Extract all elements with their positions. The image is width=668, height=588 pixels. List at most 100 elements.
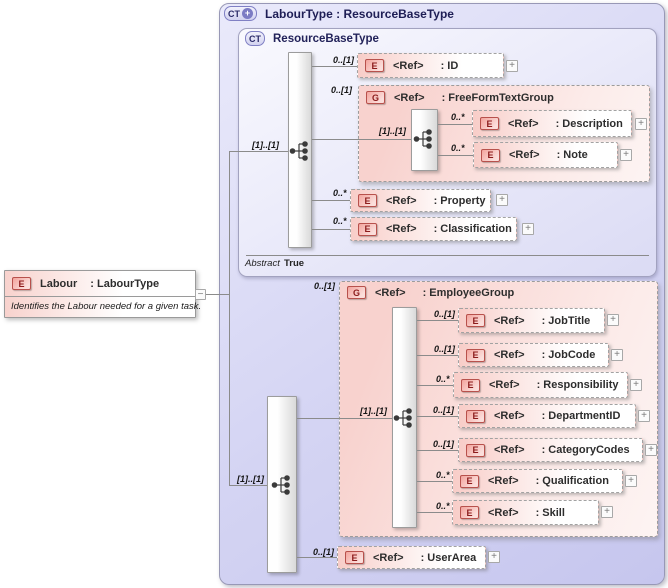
element-property[interactable]: E <Ref> : Property [350,189,491,212]
expand-icon[interactable]: + [611,349,623,361]
element-labour-title: E Labour : LabourType [5,271,195,297]
element-name-label: : Description [555,117,623,130]
element-qualification[interactable]: E <Ref> : Qualification [452,469,623,493]
element-icon: E [12,277,31,290]
connector-line [438,124,472,125]
group-name-label: : EmployeeGroup [422,286,515,299]
element-name-label: : Property [433,194,486,207]
connector-line [192,294,229,295]
element-description[interactable]: E <Ref> : Description [472,110,632,137]
element-ref-label: <Ref> [393,59,424,72]
connector-line [297,557,337,558]
connector-line [417,512,452,513]
element-icon: E [461,378,480,392]
expand-icon[interactable]: + [638,410,650,422]
element-icon: E [345,551,364,564]
element-skill[interactable]: E <Ref> : Skill [452,500,599,525]
element-ref-label: <Ref> [386,223,417,235]
sequence-bar-freeformtextgroup [411,109,438,171]
element-name-label: : JobCode [541,349,596,361]
cardinality-label: 0..[1] [434,309,456,319]
element-icon: E [466,348,485,362]
connector-line [417,450,458,451]
cardinality-label: 0..* [436,374,450,384]
resourcebasetype-header[interactable]: CT ResourceBaseType [245,31,379,46]
sequence-icon [393,408,412,428]
element-labour[interactable]: E Labour : LabourType Identifies the Lab… [4,270,202,318]
element-ref-label: <Ref> [494,444,525,456]
expand-icon[interactable]: + [620,149,632,161]
expand-icon[interactable]: + [625,475,637,487]
cardinality-label: [1]..[1] [360,406,387,416]
cardinality-label: 0..[1] [434,344,456,354]
group-employeegroup-header: G <Ref> : EmployeeGroup [347,286,514,299]
element-icon: E [365,59,384,72]
group-name-label: : FreeFormTextGroup [441,91,554,104]
element-departmentid[interactable]: E <Ref> : DepartmentID [458,404,636,428]
element-name-label: : DepartmentID [541,410,621,422]
element-icon: E [460,506,479,519]
connector-line [229,151,288,152]
element-userarea[interactable]: E <Ref> : UserArea [337,546,486,569]
connector-line [297,418,392,419]
group-freeformtextgroup-header: G <Ref> : FreeFormTextGroup [366,91,554,104]
element-icon: E [358,222,377,236]
expand-icon[interactable]: + [488,551,500,563]
connector-line [417,481,452,482]
element-name-label: : Responsibility [536,379,619,391]
element-ref-label: <Ref> [488,475,519,487]
element-ref-label: <Ref> [508,117,539,130]
element-note[interactable]: E <Ref> : Note [473,142,618,168]
element-annotation: Identifies the Labour needed for a given… [11,301,202,312]
cardinality-label: 0..[1] [433,405,455,415]
abstract-divider [246,255,649,256]
cardinality-label: 0..* [333,216,347,226]
cardinality-label: 0..[1] [433,439,455,449]
cardinality-label: 0..* [333,188,347,198]
expand-icon[interactable]: + [607,314,619,326]
group-ref-label: <Ref> [375,286,406,299]
expand-icon[interactable]: + [635,118,647,130]
panel-title: LabourType : ResourceBaseType [265,6,454,21]
cardinality-label: [1]..[1] [252,140,279,150]
element-id[interactable]: E <Ref> : ID [357,53,504,78]
element-name: Labour [40,277,78,290]
complextype-labourtype-header[interactable]: CT + LabourType : ResourceBaseType [224,6,454,21]
expand-icon[interactable]: + [506,60,518,72]
expand-icon[interactable]: + [496,194,508,206]
group-ref-label: <Ref> [394,91,425,104]
sequence-icon [289,141,308,161]
element-name-label: : UserArea [420,551,477,564]
group-icon: G [347,286,366,299]
element-icon: E [466,314,485,327]
element-name-label: : CategoryCodes [541,444,630,456]
cardinality-label: [1]..[1] [379,126,406,136]
ct-badge-label: CT [249,33,261,44]
abstract-value: True [284,258,305,269]
abstract-label: Abstract [245,258,280,269]
expand-icon[interactable]: + [645,444,657,456]
connector-line [417,385,453,386]
ct-badge-label: CT [228,8,240,19]
element-categorycodes[interactable]: E <Ref> : CategoryCodes [458,438,643,462]
expand-icon[interactable]: + [522,223,534,235]
connector-line [229,485,267,486]
element-jobtitle[interactable]: E <Ref> : JobTitle [458,308,605,333]
element-ref-label: <Ref> [488,506,519,519]
connector-line [229,151,230,485]
element-type-label: : LabourType [90,277,160,290]
element-jobcode[interactable]: E <Ref> : JobCode [458,343,609,367]
collapse-icon[interactable]: − [195,289,206,300]
cardinality-label: 0..* [436,470,450,480]
element-ref-label: <Ref> [494,349,525,361]
connector-line [417,355,458,356]
connector-line [312,229,350,230]
expand-icon[interactable]: + [601,506,613,518]
element-classification[interactable]: E <Ref> : Classification [350,217,517,241]
cardinality-label: 0..* [451,112,465,122]
connector-line [312,66,357,67]
expand-icon[interactable]: + [630,379,642,391]
cardinality-label: 0..[1] [333,55,355,65]
element-responsibility[interactable]: E <Ref> : Responsibility [453,372,628,398]
